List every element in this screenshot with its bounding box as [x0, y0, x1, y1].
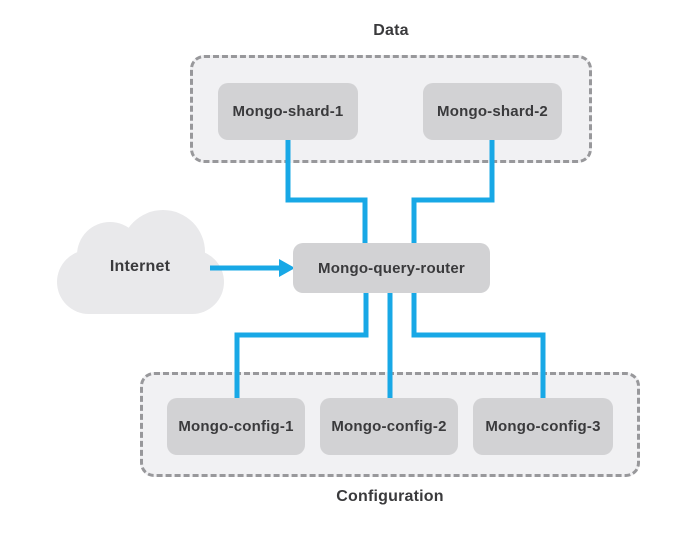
data-group-label: Data — [373, 22, 409, 39]
internet-arrow — [210, 259, 295, 277]
node-mongo-config-3: Mongo-config-3 — [473, 398, 613, 455]
internet-label: Internet — [109, 258, 171, 275]
node-mongo-shard-2: Mongo-shard-2 — [423, 83, 562, 140]
connector-router-config3 — [411, 290, 546, 400]
node-mongo-config-1: Mongo-config-1 — [167, 398, 305, 455]
node-mongo-shard-1: Mongo-shard-1 — [218, 83, 358, 140]
node-mongo-query-router: Mongo-query-router — [293, 243, 490, 293]
internet-cloud-icon — [57, 210, 224, 314]
connector-shard1-router — [285, 139, 368, 246]
connector-router-config1 — [234, 290, 369, 400]
node-mongo-config-2: Mongo-config-2 — [320, 398, 458, 455]
configuration-group-label: Configuration — [336, 488, 444, 505]
connector-shard2-router — [411, 139, 495, 246]
